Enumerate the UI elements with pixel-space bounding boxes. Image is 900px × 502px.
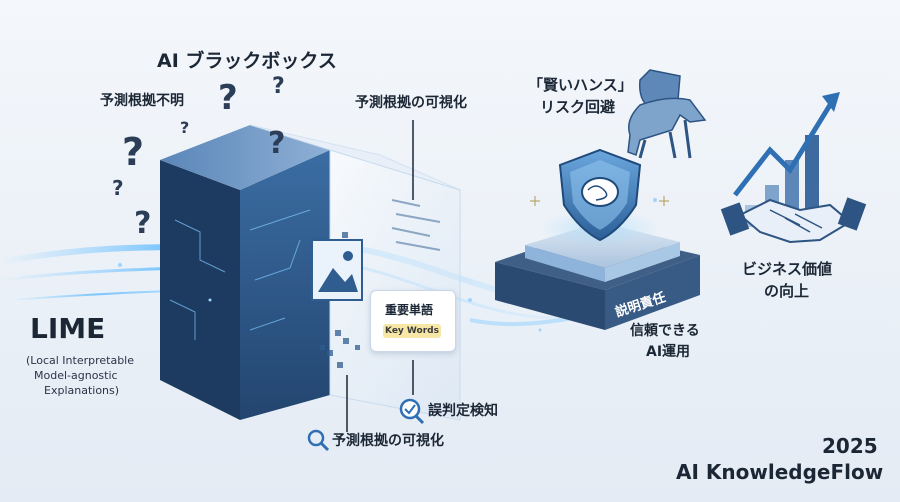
- image-icon: [311, 239, 363, 301]
- ai-blackbox-label: AI ブラックボックス: [157, 50, 337, 72]
- key-term-label: 重要単語: [385, 303, 434, 317]
- visualize-bottom-label: 予測根拠の可視化: [332, 433, 444, 449]
- brain-shield-icon: [558, 148, 642, 242]
- lime-subtitle-2: Model-agnostic: [34, 369, 118, 382]
- sparkles: [118, 198, 657, 332]
- lime-subtitle-1: (Local Interpretable: [26, 354, 135, 367]
- handshake-icon: [720, 197, 867, 244]
- question-mark-icon: ?: [112, 176, 124, 200]
- key-words-highlight: Key Words: [383, 324, 441, 338]
- trusted-ai-label-2: AI運用: [646, 344, 691, 360]
- question-mark-icon: ?: [134, 206, 152, 241]
- accountability-platform: [495, 210, 700, 330]
- ai-blackbox-cube: [160, 124, 461, 421]
- wise-hans-label-2: リスク回避: [540, 98, 616, 116]
- magnifier-icon: [307, 429, 330, 452]
- trusted-ai-label-1: 信頼できる: [630, 323, 700, 339]
- misjudge-detect-label: 誤判定検知: [428, 403, 498, 419]
- question-mark-icon: ?: [268, 126, 286, 161]
- brand-label: AI KnowledgeFlow: [676, 460, 884, 484]
- check-magnifier-icon: [399, 398, 425, 425]
- business-value-label-2: の向上: [764, 282, 810, 300]
- year-label: 2025: [822, 434, 878, 458]
- unclear-basis-label: 予測根拠不明: [100, 93, 184, 109]
- question-mark-icon: ?: [180, 118, 190, 137]
- pointer-lines: [346, 120, 414, 432]
- wise-hans-label-1: 「賢いハンス」: [528, 76, 633, 94]
- lime-subtitle-3: Explanations): [44, 384, 120, 397]
- question-mark-icon: ?: [218, 78, 238, 118]
- lime-title: LIME: [30, 312, 106, 345]
- key-terms-card: 重要単語 Key Words: [370, 290, 456, 352]
- question-mark-icon: ?: [272, 74, 285, 99]
- star-sparkles: [530, 196, 669, 206]
- question-mark-icon: ?: [122, 130, 145, 174]
- horse-knight-icon: [627, 69, 707, 159]
- visualize-top-label: 予測根拠の可視化: [355, 95, 467, 111]
- business-value-label-1: ビジネス価値: [742, 260, 833, 278]
